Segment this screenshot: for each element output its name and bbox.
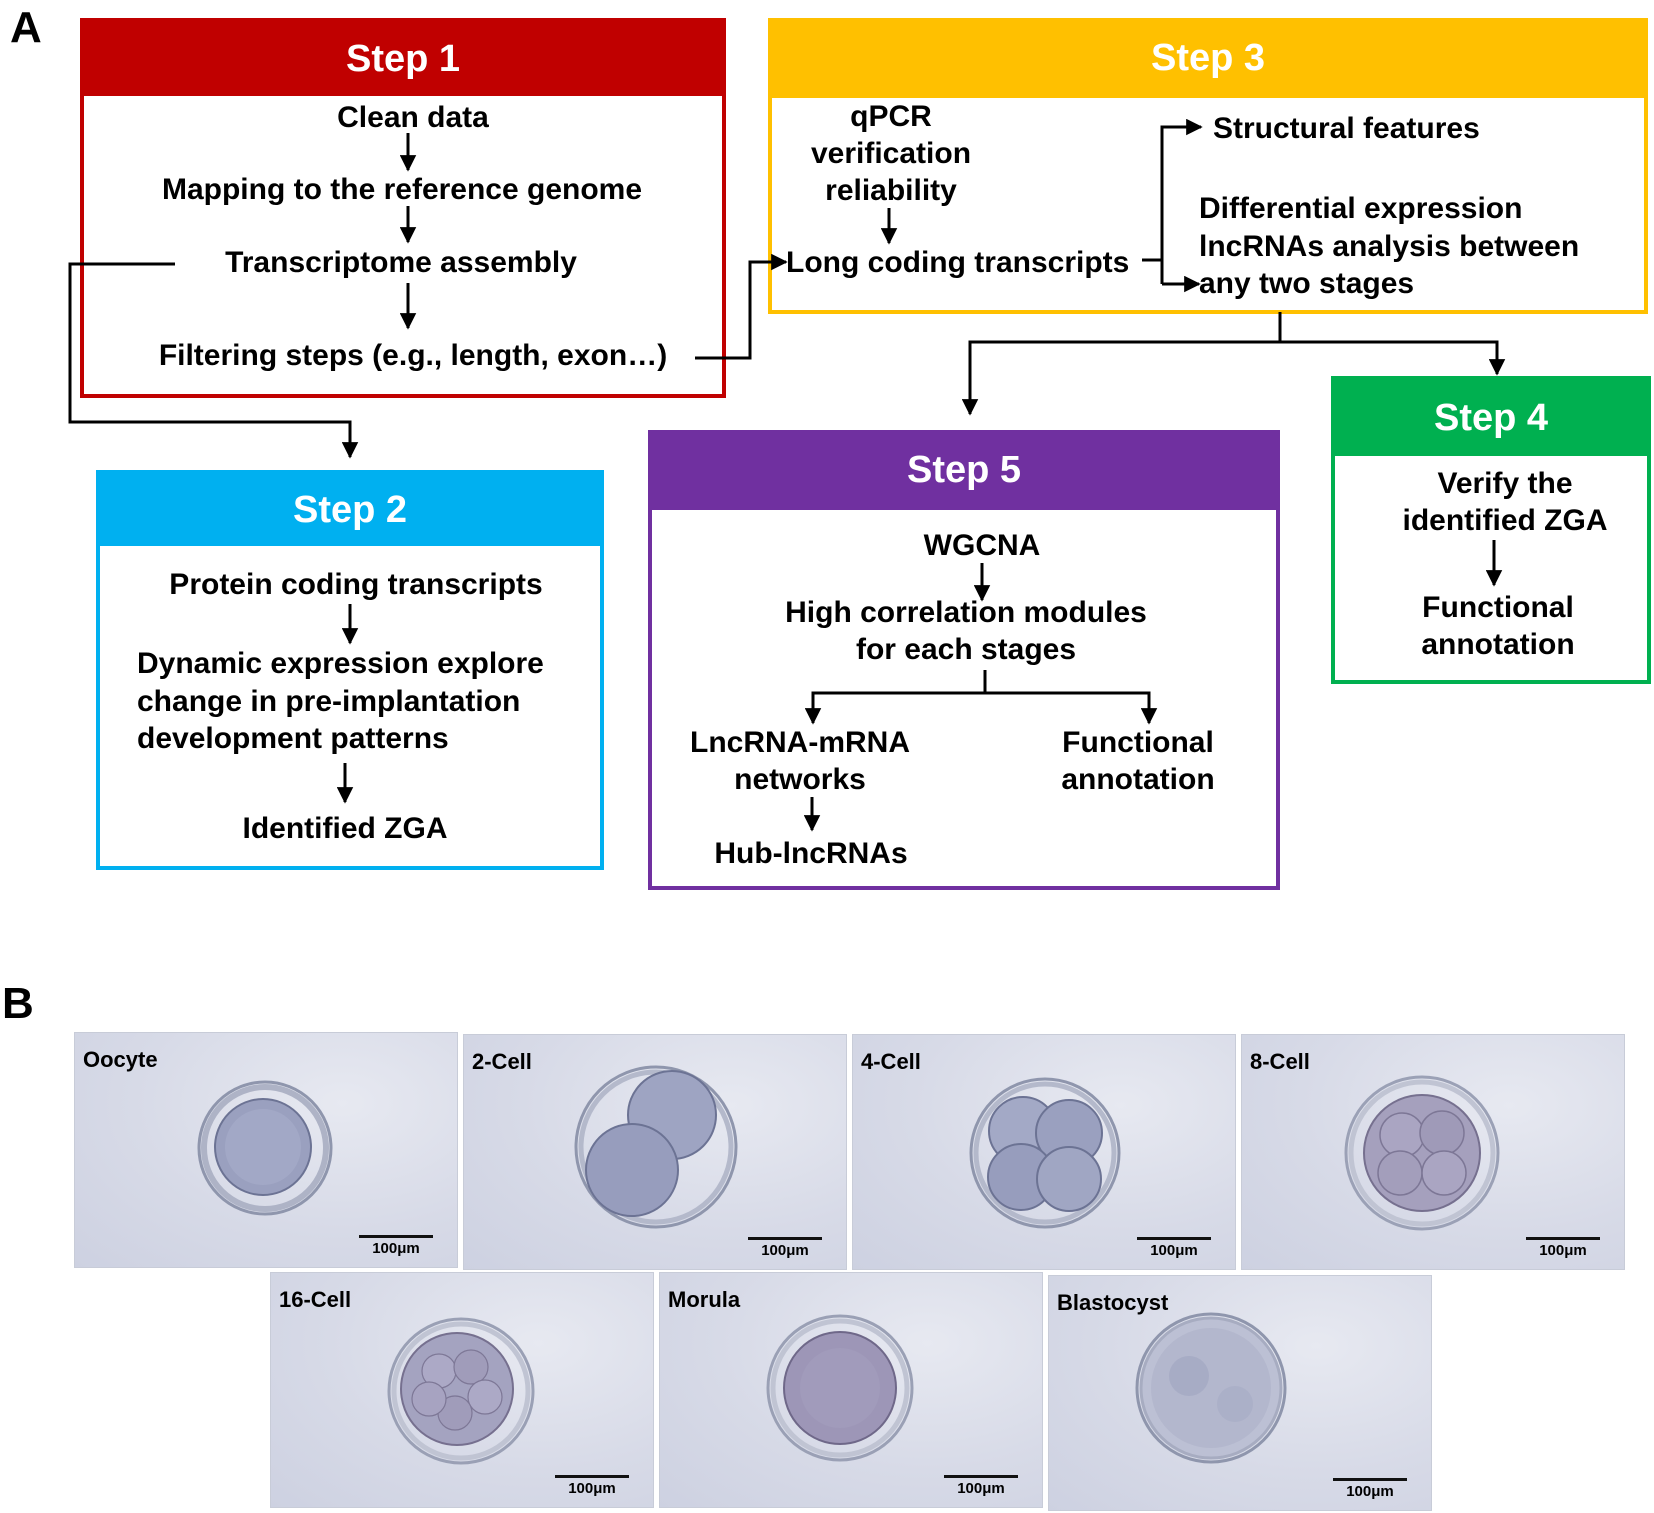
scale-bar-text: 100μm (372, 1240, 420, 1257)
step5-title: Step 5 (906, 449, 1022, 491)
step4-box: Step 4 (1331, 376, 1651, 684)
scale-bar-line (1333, 1478, 1407, 1481)
step5-network-line2: networks (734, 763, 866, 796)
step5-hub: Hub-lncRNAs (714, 837, 908, 870)
micrograph-2-cell: 2-Cell 100μm (463, 1034, 847, 1270)
oocyte-embryo (197, 1080, 333, 1216)
panel-label-b: B (2, 979, 34, 1028)
scale-bar: 100μm (1137, 1237, 1211, 1259)
micrograph-oocyte: Oocyte 100μm (74, 1032, 458, 1268)
step3-title: Step 3 (1150, 37, 1266, 79)
micrograph-blastocyst: Blastocyst 100μm (1048, 1275, 1432, 1511)
step4-func-line2: annotation (1421, 628, 1575, 661)
micrograph-label: 8-Cell (1250, 1049, 1310, 1074)
arrow-to-step4 (1280, 340, 1506, 376)
step1-box: Step 1 (80, 18, 726, 398)
step3-diff-line2: lncRNAs analysis between (1199, 230, 1580, 263)
micrograph-label: Morula (668, 1287, 741, 1312)
scale-bar: 100μm (1333, 1478, 1407, 1500)
step1-header: Step 1 (84, 22, 722, 96)
step5-func-line1: Functional (1062, 726, 1214, 759)
scale-bar-line (1137, 1237, 1211, 1240)
step3-qpcr-line1: qPCR (850, 100, 932, 133)
step3-box: Step 3 (768, 18, 1648, 314)
step5-func-line2: annotation (1061, 763, 1215, 796)
connector-layer (68, 118, 1506, 832)
step1-clean-data: Clean data (337, 101, 489, 134)
step2-protein: Protein coding transcripts (169, 568, 543, 601)
step5-wgcna: WGCNA (923, 529, 1041, 562)
step3-long-coding: Long coding transcripts (786, 246, 1130, 279)
scale-bar-text: 100μm (1346, 1483, 1394, 1500)
blastocyst-embryo (1135, 1312, 1287, 1464)
micrograph-label: 16-Cell (279, 1287, 352, 1312)
step3-qpcr-line2: verification (810, 137, 972, 170)
arrow-to-step5 (961, 340, 1280, 416)
step3-structural: Structural features (1213, 112, 1480, 145)
arrow-modules-to-network (804, 691, 985, 725)
step4-verify-line2: identified ZGA (1402, 504, 1608, 537)
micrograph-label: Blastocyst (1057, 1290, 1169, 1315)
step2-dynamic-line3: development patterns (137, 722, 449, 755)
scale-bar-line (944, 1475, 1018, 1478)
arrow-modules-to-functional (985, 691, 1158, 725)
arrow-filtering-to-step3 (695, 253, 788, 360)
step2-zga: Identified ZGA (242, 812, 448, 845)
scale-bar-line (1526, 1237, 1600, 1240)
step1-assembly: Transcriptome assembly (225, 246, 577, 279)
step4-title: Step 4 (1433, 397, 1549, 439)
micrograph-16-cell: 16-Cell 100μm (270, 1272, 654, 1508)
step2-dynamic-line1: Dynamic expression explore (137, 647, 544, 680)
micrograph-label: Oocyte (83, 1047, 158, 1072)
scale-bar-text: 100μm (761, 1242, 809, 1259)
micrograph-label: 4-Cell (861, 1049, 921, 1074)
step2-dynamic-line2: change in pre-implantation (137, 685, 521, 718)
step5-network-line1: LncRNA-mRNA (690, 726, 910, 759)
step5-modules-line2: for each stages (855, 633, 1077, 666)
scale-bar-line (748, 1237, 822, 1240)
scale-bar: 100μm (359, 1235, 433, 1257)
scale-bar: 100μm (555, 1475, 629, 1497)
scale-bar-text: 100μm (957, 1480, 1005, 1497)
arrow-assembly-to-step2 (68, 262, 359, 459)
scale-bar-text: 100μm (1150, 1242, 1198, 1259)
micrograph-8-cell: 8-Cell 100μm (1241, 1034, 1625, 1270)
step5-modules-line1: High correlation modules (785, 596, 1147, 629)
scale-bar-text: 100μm (1539, 1242, 1587, 1259)
scale-bar-line (359, 1235, 433, 1238)
scale-bar: 100μm (944, 1475, 1018, 1497)
step1-title: Step 1 (345, 38, 461, 80)
step3-header: Step 3 (772, 22, 1644, 98)
8-cell-embryo (1344, 1075, 1500, 1231)
step4-func-line1: Functional (1422, 591, 1574, 624)
step3-diff-line3: any two stages (1199, 267, 1415, 300)
4-cell-embryo (969, 1077, 1121, 1229)
16-cell-embryo (387, 1317, 535, 1465)
step1-mapping: Mapping to the reference genome (161, 173, 643, 206)
step1-filtering: Filtering steps (e.g., length, exon…) (158, 339, 668, 372)
arrow-long-to-structural (1142, 118, 1203, 262)
step4-verify-line1: Verify the (1437, 467, 1573, 500)
micrograph-morula: Morula 100μm (659, 1272, 1043, 1508)
panel-label-a: A (10, 3, 42, 52)
2-cell-embryo (574, 1065, 738, 1229)
scale-bar: 100μm (1526, 1237, 1600, 1259)
step3-qpcr-line3: reliability (825, 174, 957, 207)
step5-box: Step 5 (648, 430, 1280, 890)
scale-bar-text: 100μm (568, 1480, 616, 1497)
step5-header: Step 5 (652, 434, 1276, 510)
scale-bar: 100μm (748, 1237, 822, 1259)
step4-header: Step 4 (1335, 380, 1647, 456)
step2-header: Step 2 (100, 474, 600, 546)
step2-title: Step 2 (292, 489, 408, 531)
micrograph-4-cell: 4-Cell 100μm (852, 1034, 1236, 1270)
step3-diff-line1: Differential expression (1199, 192, 1523, 225)
micrograph-label: 2-Cell (472, 1049, 532, 1074)
morula-embryo (766, 1314, 914, 1462)
scale-bar-line (555, 1475, 629, 1478)
